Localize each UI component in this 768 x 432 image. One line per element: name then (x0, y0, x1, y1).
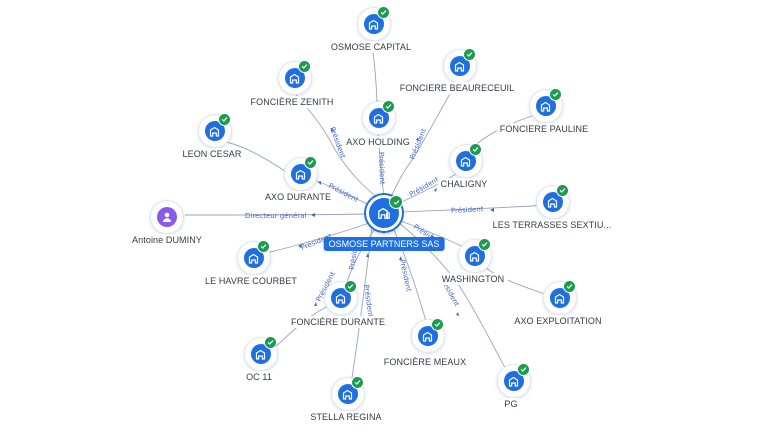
building-icon (331, 288, 351, 308)
edge-label-chaligny: Président (408, 175, 440, 198)
company-label-axo-holding[interactable]: AXO HOLDING (343, 136, 413, 148)
arrow-marker (416, 137, 419, 141)
edge-fonciere-beaureceuil (389, 79, 459, 201)
edge-label-meaux: Président (398, 259, 413, 293)
company-node-leon-cesar[interactable] (198, 113, 232, 148)
arrow-marker (456, 312, 459, 316)
verified-check-icon (344, 280, 357, 293)
arrow-marker (434, 188, 437, 192)
person-node[interactable] (150, 200, 184, 234)
building-icon (291, 164, 311, 184)
center-company-label[interactable]: OSMOSE PARTNERS SAS (323, 237, 445, 251)
arrow-marker (318, 181, 321, 185)
verified-check-icon (389, 195, 403, 209)
verified-check-icon (382, 100, 395, 113)
company-label-fonciere-beaureceuil[interactable]: FONCIERE BEAURECEUIL (396, 82, 518, 94)
verified-check-icon (377, 6, 390, 19)
company-label-les-terrasses[interactable]: LES TERRASSES SEXTIU... (489, 219, 615, 231)
edge-label-terrasses: Président (451, 205, 484, 215)
building-icon (364, 14, 384, 34)
verified-check-icon (563, 280, 576, 293)
building-icon (536, 96, 556, 116)
company-node-fonciere-durante[interactable] (324, 280, 358, 315)
edge-label-person: Directeur général (245, 212, 306, 220)
company-label-pg[interactable]: PG (501, 398, 521, 410)
verified-check-icon (549, 88, 562, 101)
company-label-leon-cesar[interactable]: LEON CESAR (179, 148, 245, 160)
verified-check-icon (431, 318, 444, 331)
verified-check-icon (304, 156, 317, 169)
verified-check-icon (264, 336, 277, 349)
building-icon (251, 344, 271, 364)
arrow-marker (331, 128, 334, 132)
edge-label-stella: Président (362, 284, 375, 318)
edge-person (184, 213, 367, 216)
arrow-marker (298, 244, 302, 248)
company-node-fonciere-pauline[interactable] (529, 88, 563, 123)
building-icon (550, 288, 570, 308)
company-label-fonciere-meaux[interactable]: FONCIÈRE MEAUX (380, 356, 470, 368)
company-node-fonciere-zenith[interactable] (278, 60, 312, 95)
verified-check-icon (556, 184, 569, 197)
arrow-marker (399, 256, 402, 260)
verified-check-icon (517, 363, 530, 376)
company-node-le-havre-courbet[interactable] (237, 240, 271, 275)
verified-check-icon (478, 238, 491, 251)
center-company-node[interactable] (366, 195, 403, 234)
person-label[interactable]: Antoine DUMINY (129, 234, 205, 246)
company-label-fonciere-zenith[interactable]: FONCIÈRE ZENITH (247, 96, 337, 108)
verified-check-icon (257, 240, 270, 253)
company-label-stella-regina[interactable]: STELLA REGINA (307, 411, 385, 423)
building-icon (465, 246, 485, 266)
company-node-washington[interactable] (458, 238, 492, 273)
verified-check-icon (218, 113, 231, 126)
building-icon (450, 56, 470, 76)
arrow-marker (314, 302, 317, 306)
company-node-chaligny[interactable] (449, 143, 483, 178)
company-node-pg[interactable] (497, 363, 531, 398)
building-icon (369, 108, 389, 128)
arrow-marker (311, 213, 315, 217)
company-node-les-terrasses[interactable] (536, 184, 570, 219)
company-node-stella-regina[interactable] (331, 376, 365, 411)
company-node-oc-11[interactable] (244, 336, 278, 371)
verified-check-icon (469, 143, 482, 156)
building-icon (543, 192, 563, 212)
company-node-axo-exploitation[interactable] (543, 280, 577, 315)
company-label-osmose-capital[interactable]: OSMOSE CAPITAL (327, 41, 415, 53)
building-icon (418, 326, 438, 346)
building-icon (504, 371, 524, 391)
building-icon (338, 384, 358, 404)
company-node-axo-holding[interactable] (362, 100, 396, 135)
verified-check-icon (351, 376, 364, 389)
company-label-chaligny[interactable]: CHALIGNY (437, 178, 491, 190)
person-icon (157, 207, 177, 227)
company-node-osmose-capital[interactable] (357, 6, 391, 41)
verified-check-icon (463, 48, 476, 61)
building-icon (285, 68, 305, 88)
building-icon (205, 121, 225, 141)
company-node-fonciere-meaux[interactable] (411, 318, 445, 353)
company-label-oc-11[interactable]: OC 11 (243, 371, 275, 383)
arrow-marker (366, 253, 369, 257)
company-label-fonciere-durante[interactable]: FONCIÈRE DURANTE (287, 316, 389, 328)
company-label-fonciere-pauline[interactable]: FONCIERE PAULINE (496, 123, 592, 135)
edge-label-axo-holding: Président (377, 152, 386, 185)
company-label-washington[interactable]: WASHINGTON (438, 273, 508, 285)
verified-check-icon (298, 60, 311, 73)
company-label-le-havre-courbet[interactable]: LE HAVRE COURBET (202, 275, 300, 287)
company-node-fonciere-beaureceuil[interactable] (443, 48, 477, 83)
company-node-axo-durante[interactable] (284, 156, 318, 191)
company-label-axo-durante[interactable]: AXO DURANTE (261, 191, 335, 203)
edge-terrasses (401, 204, 549, 213)
edge-havre (261, 221, 373, 255)
company-label-axo-exploitation[interactable]: AXO EXPLOITATION (511, 315, 605, 327)
building-icon (244, 248, 264, 268)
building-icon (456, 151, 476, 171)
arrow-marker (490, 208, 494, 212)
